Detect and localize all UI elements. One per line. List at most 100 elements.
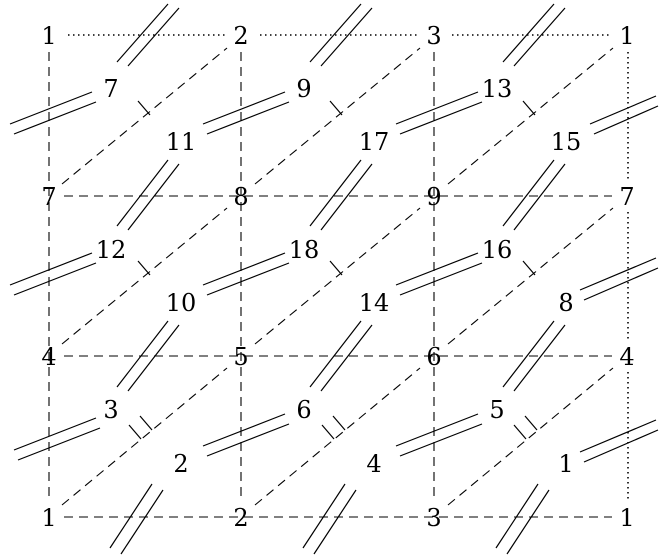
double-tick (513, 424, 527, 440)
shallow-double-mark (202, 91, 286, 125)
cell-label: 10 (166, 289, 197, 317)
shallow-double-mark (399, 423, 483, 457)
vertex-labels: 1 2 3 1 7 8 9 7 4 5 6 4 1 2 3 1 (41, 22, 634, 532)
vertex-label: 9 (426, 183, 441, 211)
vertex-label: 3 (426, 504, 441, 532)
single-tick (522, 260, 536, 276)
double-tick (321, 424, 335, 440)
steep-double-mark (116, 320, 169, 388)
steep-double-mark (116, 3, 169, 63)
cell-label: 1 (558, 450, 573, 478)
steep-double-mark (127, 7, 180, 67)
steep-double-mark (495, 483, 539, 549)
vertex-label: 7 (41, 183, 56, 211)
shallow-double-mark (202, 413, 286, 447)
shallow-double-mark (395, 252, 479, 286)
vertex-label: 6 (426, 343, 441, 371)
shallow-double-mark (206, 423, 290, 457)
vertex-label: 2 (233, 22, 248, 50)
shallow-double-mark (589, 95, 657, 125)
shallow-double-mark (399, 262, 483, 296)
cell-diagonal (447, 47, 614, 185)
shallow-double-mark (13, 101, 97, 135)
cell-diagonal (447, 367, 614, 506)
vertex-label: 2 (233, 504, 248, 532)
cell-label: 13 (482, 75, 513, 103)
cell-label: 18 (289, 236, 320, 264)
cell-label: 11 (166, 128, 197, 156)
vertex-label: 4 (619, 343, 634, 371)
shallow-double-mark (206, 262, 290, 296)
shallow-double-mark (583, 429, 659, 463)
vertex-label: 1 (41, 22, 56, 50)
steep-double-mark (502, 3, 555, 63)
double-tick (139, 415, 153, 431)
shallow-double-mark (579, 419, 657, 453)
vertex-label: 3 (426, 22, 441, 50)
double-line-marks (9, 3, 659, 555)
grid-lines (48, 34, 629, 518)
shallow-double-mark (579, 257, 657, 291)
single-tick (329, 260, 343, 276)
steep-double-mark (127, 163, 180, 231)
steep-double-mark (513, 163, 566, 231)
cell-label: 7 (103, 75, 118, 103)
shallow-double-mark (583, 267, 659, 301)
steep-double-mark (320, 324, 373, 392)
steep-double-mark (320, 163, 373, 231)
shallow-double-mark (13, 417, 97, 451)
shallow-double-mark (202, 252, 286, 286)
single-tick (522, 100, 536, 116)
steep-double-mark (502, 159, 555, 227)
shallow-double-mark (9, 252, 93, 286)
steep-double-mark (116, 159, 169, 227)
cell-labels: 7 11 9 17 13 15 12 10 18 14 16 8 3 2 6 4… (96, 75, 582, 478)
cell-label: 4 (366, 450, 381, 478)
shallow-double-mark (17, 427, 101, 461)
cell-diagonal (447, 207, 614, 345)
vertex-label: 8 (233, 183, 248, 211)
cell-label: 17 (359, 128, 390, 156)
double-tick (332, 415, 346, 431)
cell-label: 9 (296, 75, 311, 103)
diagonal-lines (61, 47, 614, 506)
shallow-double-mark (399, 101, 483, 135)
shallow-double-mark (395, 413, 479, 447)
shallow-double-mark (9, 91, 93, 125)
vertex-label: 7 (619, 183, 634, 211)
cell-label: 5 (489, 396, 504, 424)
cell-label: 15 (551, 128, 582, 156)
cell-label: 8 (558, 289, 573, 317)
tick-marks (128, 100, 538, 440)
shallow-double-mark (13, 262, 97, 296)
steep-double-mark (309, 159, 362, 227)
shallow-double-mark (593, 105, 659, 135)
steep-double-mark (120, 489, 164, 555)
steep-double-mark (302, 483, 346, 549)
steep-double-mark (513, 324, 566, 392)
steep-double-mark (309, 320, 362, 388)
shallow-double-mark (395, 91, 479, 125)
steep-double-mark (320, 7, 373, 67)
cell-label: 6 (296, 396, 311, 424)
cell-label: 12 (96, 236, 127, 264)
cell-diagonal (61, 47, 228, 185)
cell-label: 14 (359, 289, 390, 317)
cell-diagonal (61, 207, 228, 345)
cell-diagonal (254, 207, 421, 345)
steep-double-mark (127, 324, 180, 392)
single-tick (329, 100, 343, 116)
cell-diagonal (61, 367, 228, 506)
vertex-label: 1 (619, 504, 634, 532)
cell-diagonal (254, 367, 421, 506)
vertex-label: 1 (41, 504, 56, 532)
vertex-label: 5 (233, 343, 248, 371)
single-tick (137, 260, 151, 276)
cell-diagonal (254, 47, 421, 185)
double-tick (524, 415, 538, 431)
double-tick (128, 424, 142, 440)
cell-label: 2 (173, 450, 188, 478)
steep-double-mark (309, 3, 362, 63)
single-tick (137, 100, 151, 116)
